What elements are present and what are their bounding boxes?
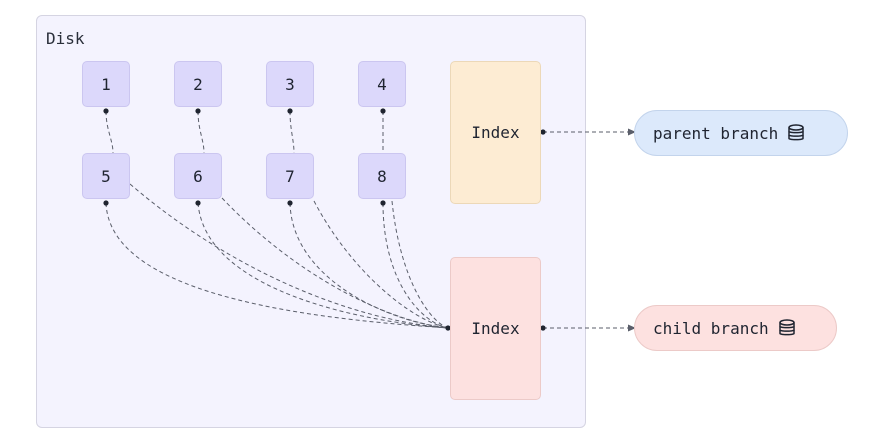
block-5: 5 [82,153,130,199]
block-3: 3 [266,61,314,107]
block-8: 8 [358,153,406,199]
child-index-label: Index [471,319,520,338]
block-7: 7 [266,153,314,199]
block-1: 1 [82,61,130,107]
child-index-box: Index [450,257,541,400]
parent-index-label: Index [471,123,520,142]
child-branch-node: child branch [634,305,837,351]
block-4: 4 [358,61,406,107]
block-2: 2 [174,61,222,107]
disk-label: Disk [46,29,85,48]
block-6: 6 [174,153,222,199]
parent-branch-node: parent branch [634,110,848,156]
database-icon [778,319,795,336]
parent-index-box: Index [450,61,541,204]
database-icon [788,124,804,141]
child-branch-label: child branch [653,318,769,338]
parent-branch-label: parent branch [653,123,779,143]
